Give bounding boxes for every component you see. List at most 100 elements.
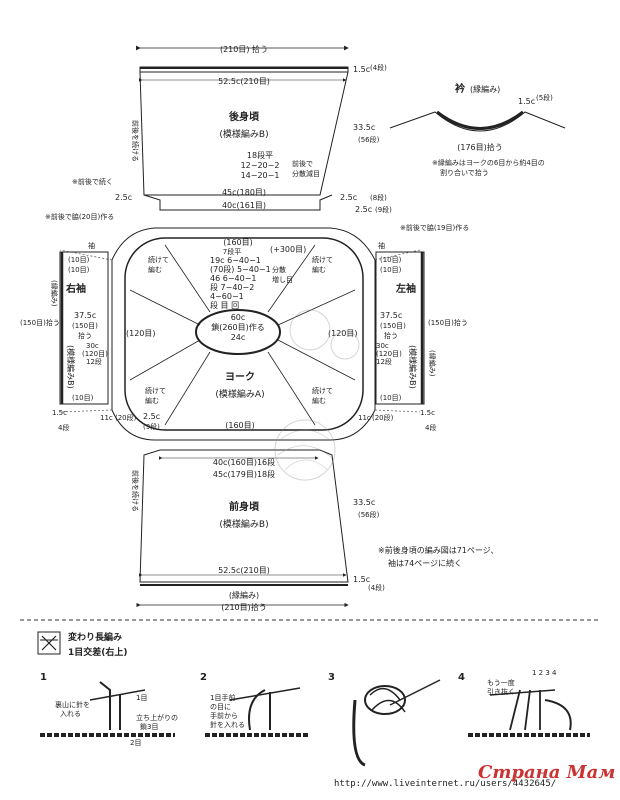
lsl-st: (150目) <box>72 322 98 330</box>
lsl-len: 37.5c <box>74 311 96 320</box>
rsl-s2: (10目) <box>380 266 402 274</box>
step-1-note-f: 2目 <box>130 739 141 747</box>
stitch-symbol-icon <box>37 631 61 655</box>
front-body: 40c(160目)16段 45c(179目)18段 前身頃 (模様編みB) 前後… <box>131 449 385 612</box>
lsl-side-rows: (20段) <box>115 413 137 422</box>
yoke-inc-note-2: 増し目 <box>272 275 293 284</box>
yoke-inc-total: (+300目) <box>270 245 306 254</box>
step-4-illustration <box>468 689 590 737</box>
lsl-top: 袖 <box>88 241 95 250</box>
lsl-r12: 12段 <box>86 357 102 366</box>
step-4-number: 4 <box>458 672 465 683</box>
sleeve-right-side-left: 袖 (10目) (10目) 右袖 37.5c (150目) 拾う 30c (12… <box>20 241 137 432</box>
rsl-title: 左袖 <box>395 282 416 295</box>
lsl-edge: (縁編み) <box>50 280 59 307</box>
back-height-rows: (56段) <box>358 135 380 144</box>
rsl-b2: 4段 <box>425 423 436 432</box>
yoke-cont-bl-1: 続けて <box>145 386 166 395</box>
back-side-right: 2.5c <box>340 193 357 202</box>
back-body: (210目) 拾う 52.5c(210目) 後身頃 (模様編みB) 18段平 1… <box>45 44 392 221</box>
yoke-cont-br-1: 続けて <box>312 386 333 395</box>
yoke-cont-left-2: 編む <box>148 265 162 274</box>
front-edge-1: 40c(160目)16段 <box>213 457 275 467</box>
rsl-st: (150目) <box>380 322 406 330</box>
lsl-s1: (10目) <box>68 256 90 264</box>
front-seam-note: 前後を続ける <box>131 470 140 512</box>
yarn-ball-icon <box>274 309 360 481</box>
yoke-center-2: 鎖(260目)作る <box>211 322 265 332</box>
rsl-120: (120目) <box>376 350 402 358</box>
collar-height: 1.5c <box>518 97 535 106</box>
back-dec-2: 12−20−2 <box>241 161 280 170</box>
lsl-title: 右袖 <box>65 282 86 295</box>
front-title: 前身頃 <box>229 500 260 513</box>
front-height-c: 33.5c <box>353 498 375 507</box>
collar-note-1: ※縁編みはヨークの6目から約4目の <box>432 158 545 167</box>
front-edge-2: 45c(179目)18段 <box>213 469 275 479</box>
stitch-legend: 変わり長編み 1目交差(右上) 1 裏山に針を 入れる 1目 立ち上がりの 鎖3… <box>37 631 590 767</box>
lsl-b2: 4段 <box>58 423 69 432</box>
back-width-label: 52.5c(210目) <box>218 77 270 86</box>
lsl-outer: (150目)拾う <box>20 318 60 327</box>
yoke-inc-5: 段 目 回 <box>210 300 239 310</box>
step-2-note-a: 1目手前 <box>210 693 235 702</box>
back-dec-note-1: 前後で <box>292 159 313 168</box>
front-height-rows: (56段) <box>358 510 380 519</box>
lsl-s2: (10目) <box>68 266 90 274</box>
yoke-bl-rows: (9段) <box>143 422 160 431</box>
rsl-edge: (縁編み) <box>428 350 437 377</box>
yoke-cont-bl-2: 編む <box>145 396 159 405</box>
step-2-note-b: の目に <box>210 703 231 711</box>
lsl-pickup: 拾う <box>78 331 92 340</box>
step-4-note-a: もう一度 <box>487 678 515 687</box>
back-pattern: (模様編みB) <box>219 128 268 140</box>
back-right-rows2: (9段) <box>375 205 392 214</box>
rsl-len: 37.5c <box>380 311 402 320</box>
front-width: 52.5c(210目) <box>218 566 270 575</box>
step-1-note-e: 鎖3目 <box>140 722 158 731</box>
step-1-note-c: 1目 <box>136 694 147 702</box>
front-pattern: (模様編みB) <box>219 518 268 530</box>
rsl-outer: (150目)拾う <box>428 318 468 327</box>
step-2-illustration <box>205 687 310 737</box>
rsl-b1: 1.5c <box>420 409 435 417</box>
collar: 衿 (縁編み) 1.5c (5段) (176目)拾う ※縁編みはヨークの6目から… <box>389 82 566 177</box>
stitch-title-1: 変わり長編み <box>68 631 122 643</box>
yoke-cont-right-2: 編む <box>312 265 326 274</box>
lsl-120: (120目) <box>82 350 108 358</box>
back-bind-rows: (4段) <box>370 63 387 72</box>
rsl-side: 11c <box>358 414 371 422</box>
step-1-note-b: 入れる <box>60 710 81 718</box>
yoke-cont-left-1: 続けて <box>148 255 169 264</box>
back-height-c: 33.5c <box>353 123 375 132</box>
front-bind-rows: (4段) <box>368 583 385 592</box>
lsl-bottom: (10目) <box>72 394 94 402</box>
watermark-logo: Страна Мам <box>478 762 615 783</box>
step-1-illustration <box>40 681 175 737</box>
step-1-note-a: 裏山に針を <box>55 700 90 709</box>
back-right-rows: (8段) <box>370 193 387 202</box>
step-2-note-c: 手前から <box>210 711 238 720</box>
yoke-title: ヨーク <box>225 371 255 383</box>
back-dec-3: 14−20−1 <box>241 171 280 180</box>
yoke-inc-4: 4−60−1 <box>210 292 244 301</box>
yoke-right-120: (120目) <box>328 329 358 338</box>
rsl-top: 袖 <box>378 241 385 250</box>
yoke-top-stitches: (160目) <box>223 238 253 247</box>
right-side-note: ※前後で脇(19目)作る <box>400 223 469 232</box>
yoke-inc-1: (70段) 5−40−1 <box>210 264 271 274</box>
yoke: (160目) 7段平 19c 6−40−1 (70段) 5−40−1 46 6−… <box>59 227 421 441</box>
front-bind: 1.5c <box>353 575 370 584</box>
step-1-number: 1 <box>40 672 47 683</box>
lsl-side: 11c <box>100 414 113 422</box>
back-note-left: ※前後で続く <box>72 177 113 186</box>
back-bind-c: 1.5c <box>353 65 370 74</box>
ref-note-2: 袖は74ページに続く <box>388 558 462 568</box>
collar-rows: (5段) <box>536 93 553 102</box>
rsl-r12: 12段 <box>376 357 392 366</box>
back-edge-2: 40c(161目) <box>222 201 266 210</box>
step-4-numbers: 1 2 3 4 <box>532 669 557 677</box>
collar-title: 衿 <box>455 82 465 95</box>
yoke-rows: 7段平 <box>223 247 241 256</box>
